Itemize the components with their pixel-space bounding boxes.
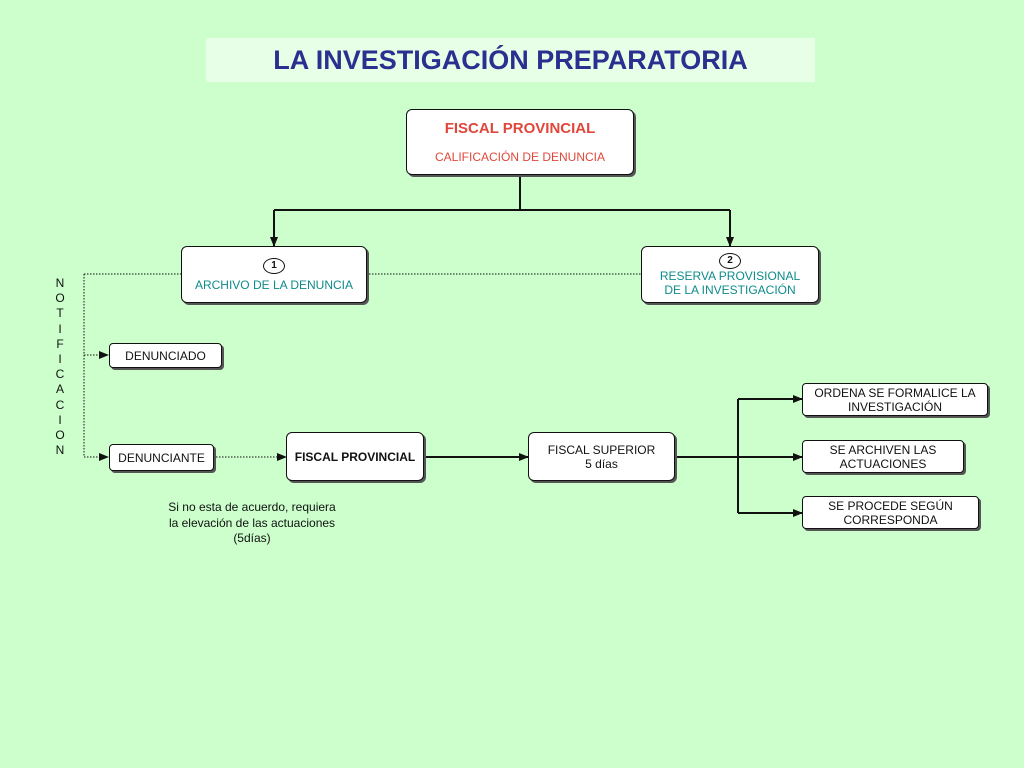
fiscal-provincial-top-node: FISCAL PROVINCIAL CALIFICACIÓN DE DENUNC… <box>406 109 634 175</box>
archiven-node: SE ARCHIVEN LAS ACTUACIONES <box>802 440 964 473</box>
procede-line1: SE PROCEDE SEGÚN <box>828 498 953 513</box>
archiven-line1: SE ARCHIVEN LAS <box>829 442 937 457</box>
notificacion-letter: N <box>55 443 65 458</box>
notificacion-letter: F <box>56 336 64 351</box>
fiscal-provincial-top-subtitle: CALIFICACIÓN DE DENUNCIA <box>434 150 606 164</box>
denunciante-node: DENUNCIANTE <box>109 444 214 471</box>
notificacion-letter: A <box>55 382 64 397</box>
formalice-line2: INVESTIGACIÓN <box>847 399 942 414</box>
notificacion-letter: C <box>55 367 65 382</box>
notificacion-letter: I <box>58 352 62 367</box>
notificacion-letter: O <box>55 428 65 443</box>
notificacion-vertical-label: N O T I F I C A C I O N <box>52 276 68 458</box>
formalice-node: ORDENA SE FORMALICE LA INVESTIGACIÓN <box>802 383 988 416</box>
archiven-line2: ACTUACIONES <box>839 456 927 471</box>
formalice-line1: ORDENA SE FORMALICE LA <box>814 385 976 400</box>
note-line3: (5días) <box>233 531 271 545</box>
notificacion-letter: I <box>58 321 62 336</box>
notificacion-letter: C <box>55 397 65 412</box>
archivo-number-badge: 1 <box>263 257 285 274</box>
fiscal-provincial-top-title: FISCAL PROVINCIAL <box>444 120 596 137</box>
denunciante-label: DENUNCIANTE <box>118 450 205 465</box>
elevation-note: Si no esta de acuerdo, requiera la eleva… <box>152 500 352 547</box>
archivo-node: 1 ARCHIVO DE LA DENUNCIA <box>181 246 367 303</box>
notificacion-letter: I <box>58 412 62 427</box>
reserva-label-line1: RESERVA PROVISIONAL <box>659 268 801 283</box>
note-line1: Si no esta de acuerdo, requiera <box>168 500 336 514</box>
reserva-number-badge: 2 <box>719 252 741 269</box>
denunciado-label: DENUNCIADO <box>125 348 206 363</box>
fiscal-superior-node: FISCAL SUPERIOR 5 días <box>528 432 675 481</box>
note-line2: la elevación de las actuaciones <box>168 515 336 530</box>
procede-node: SE PROCEDE SEGÚN CORRESPONDA <box>802 496 979 529</box>
archivo-label: ARCHIVO DE LA DENUNCIA <box>194 277 354 292</box>
fiscal-provincial-mid-label: FISCAL PROVINCIAL <box>294 449 416 464</box>
denunciado-node: DENUNCIADO <box>109 343 222 368</box>
page-title: LA INVESTIGACIÓN PREPARATORIA <box>206 38 815 82</box>
fiscal-superior-line2: 5 días <box>585 456 618 471</box>
reserva-node: 2 RESERVA PROVISIONAL DE LA INVESTIGACIÓ… <box>641 246 819 303</box>
notificacion-letter: O <box>55 291 65 306</box>
procede-line2: CORRESPONDA <box>843 512 938 527</box>
notificacion-letter: N <box>55 276 65 290</box>
fiscal-superior-line1: FISCAL SUPERIOR <box>547 442 656 457</box>
notificacion-letter: T <box>56 306 64 321</box>
fiscal-provincial-mid-node: FISCAL PROVINCIAL <box>286 432 424 481</box>
reserva-label-line2: DE LA INVESTIGACIÓN <box>664 282 796 297</box>
